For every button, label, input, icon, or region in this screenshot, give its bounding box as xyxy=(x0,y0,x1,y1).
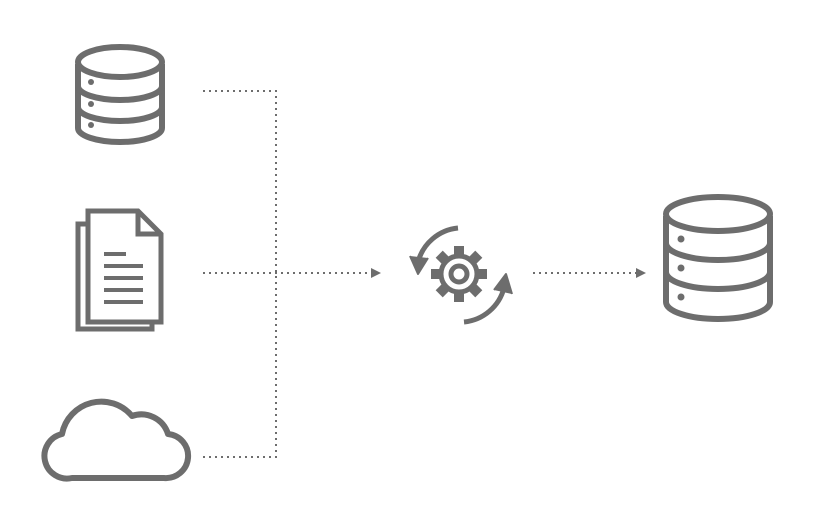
connector-top xyxy=(203,90,277,273)
processor-gear-sync-icon xyxy=(409,225,513,325)
sync-arrowhead-upper xyxy=(409,255,429,275)
sync-arrowhead-lower xyxy=(493,273,513,295)
source-documents-icon xyxy=(75,208,164,332)
gear-icon xyxy=(431,246,487,302)
connector-lines xyxy=(203,90,646,458)
connector-bottom xyxy=(203,273,277,458)
source-database-icon xyxy=(75,44,165,145)
sync-arrow-upper xyxy=(415,225,459,263)
destination-database-icon xyxy=(663,194,773,322)
sync-arrow-lower xyxy=(463,287,507,325)
source-cloud-icon xyxy=(41,398,192,482)
